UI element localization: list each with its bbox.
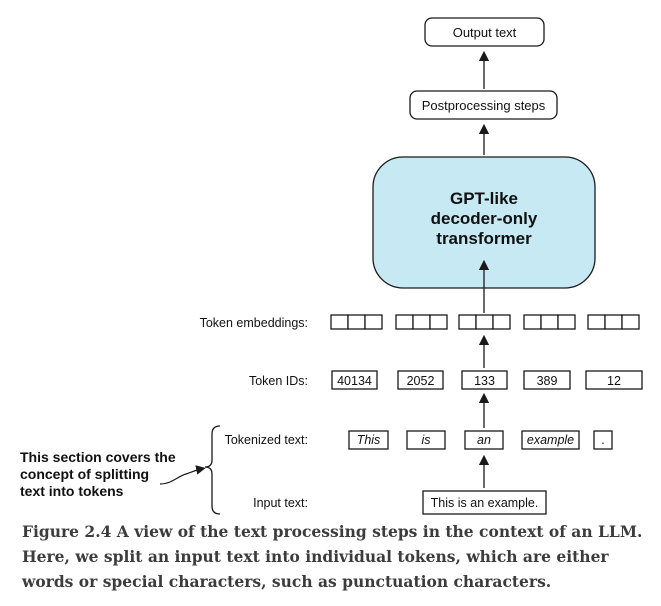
- label-token-ids: Token IDs:: [249, 374, 308, 388]
- tokens-row: This is an example .: [348, 430, 613, 450]
- label-token-embeddings: Token embeddings:: [200, 316, 308, 330]
- token-box: is: [406, 430, 446, 450]
- embedding-vector: [395, 314, 448, 330]
- embedding-vector: [330, 314, 383, 330]
- figure-caption: Figure 2.4 A view of the text processing…: [22, 522, 643, 591]
- postprocessing-node: Postprocessing steps: [409, 90, 558, 120]
- label-input-text: Input text:: [253, 496, 308, 510]
- side-note: This section covers the concept of split…: [20, 449, 176, 499]
- embeddings-row: [330, 314, 640, 330]
- section-bracket: [204, 425, 221, 515]
- token-box: .: [593, 430, 613, 450]
- token-id-value: 133: [474, 374, 495, 388]
- token-text: is: [421, 433, 430, 447]
- input-text-node: This is an example.: [422, 490, 547, 515]
- token-id-value: 12: [607, 374, 621, 388]
- output-text-node: Output text: [424, 17, 545, 47]
- token-text: example: [527, 433, 574, 447]
- token-box: This: [348, 430, 389, 450]
- token-text: This: [357, 433, 381, 447]
- side-note-line-1: This section covers the: [20, 449, 176, 465]
- embedding-vector: [587, 314, 640, 330]
- token-id-value: 389: [537, 374, 558, 388]
- token-ids-row: 40134 2052 133 389 12: [331, 370, 643, 390]
- postprocessing-label: Postprocessing steps: [422, 98, 546, 113]
- model-line-3: transformer: [436, 229, 532, 248]
- llm-text-processing-diagram: Output text Postprocessing steps GPT-lik…: [20, 17, 643, 515]
- side-note-line-2: concept of splitting: [20, 466, 149, 482]
- side-note-line-3: text into tokens: [20, 483, 124, 499]
- token-id-box: 133: [461, 370, 508, 390]
- token-text: .: [601, 433, 604, 447]
- token-id-box: 2052: [397, 370, 444, 390]
- model-line-2: decoder-only: [431, 209, 538, 228]
- token-text: an: [477, 433, 491, 447]
- token-id-box: 40134: [331, 370, 378, 390]
- embedding-vector: [523, 314, 576, 330]
- label-tokenized-text: Tokenized text:: [225, 433, 308, 447]
- token-id-box: 12: [585, 370, 643, 390]
- token-id-box: 389: [523, 370, 571, 390]
- output-text-label: Output text: [453, 25, 517, 40]
- model-line-1: GPT-like: [450, 189, 518, 208]
- note-pointer-arrow: [159, 465, 206, 485]
- embedding-vector: [458, 314, 511, 330]
- token-id-value: 40134: [337, 374, 372, 388]
- model-node: GPT-like decoder-only transformer: [372, 156, 596, 289]
- token-box: example: [521, 430, 580, 450]
- token-id-value: 2052: [407, 374, 435, 388]
- token-box: an: [464, 430, 504, 450]
- input-sentence: This is an example.: [431, 496, 539, 510]
